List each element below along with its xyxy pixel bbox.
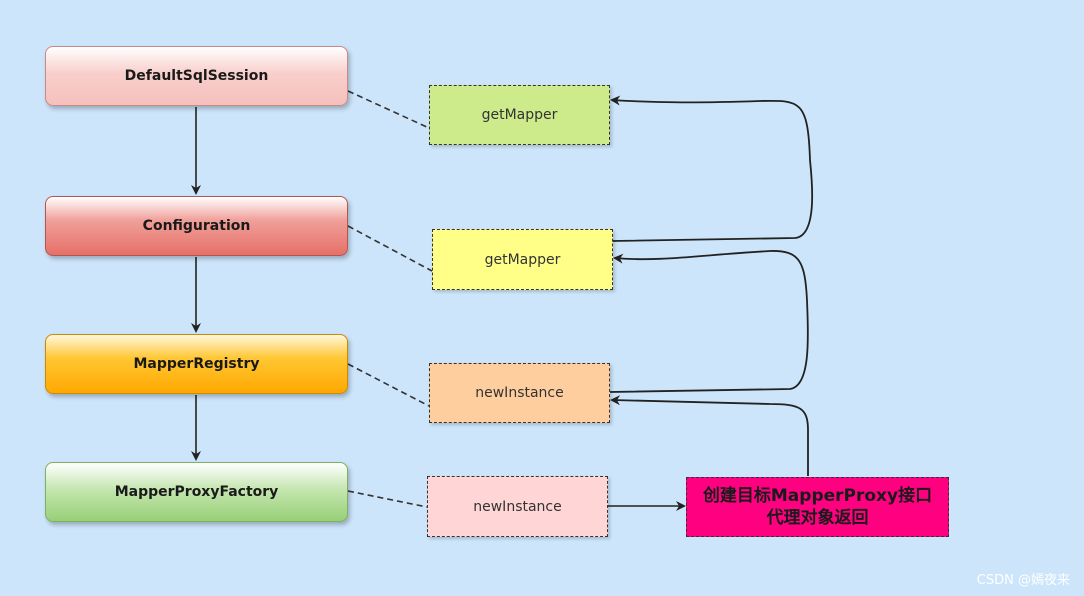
new-instance-box-2: newInstance (427, 476, 608, 537)
mapper-registry-box: MapperRegistry (45, 334, 348, 394)
link-factory-newinstance (347, 490, 428, 508)
link-configuration-getmapper (347, 225, 433, 272)
link-registry-newinstance (347, 363, 430, 407)
result-line-2: 代理对象返回 (766, 508, 869, 528)
configuration-box: Configuration (45, 196, 348, 256)
default-sql-session-label: DefaultSqlSession (124, 68, 269, 84)
return-curve-result-to-registry (610, 395, 809, 476)
new-instance-label-2: newInstance (473, 498, 562, 515)
return-curve-configuration-to-session (610, 95, 814, 242)
get-mapper-box-1: getMapper (429, 85, 610, 145)
get-mapper-box-2: getMapper (432, 229, 613, 290)
mapper-proxy-factory-box: MapperProxyFactory (45, 462, 348, 522)
configuration-label: Configuration (142, 218, 251, 234)
new-instance-box-1: newInstance (429, 363, 610, 423)
default-sql-session-box: DefaultSqlSession (45, 46, 348, 106)
mapper-proxy-factory-label: MapperProxyFactory (114, 484, 279, 500)
result-line-1: 创建目标MapperProxy接口 (702, 486, 933, 506)
watermark: CSDN @嫣夜来 (976, 573, 1070, 588)
get-mapper-label-2: getMapper (484, 251, 561, 268)
mapper-registry-label: MapperRegistry (133, 356, 260, 372)
link-session-getmapper (347, 90, 430, 129)
result-box: 创建目标MapperProxy接口 代理对象返回 (686, 477, 949, 537)
get-mapper-label-1: getMapper (481, 107, 558, 123)
return-curve-registry-to-configuration (609, 250, 809, 393)
new-instance-label-1: newInstance (475, 385, 564, 401)
